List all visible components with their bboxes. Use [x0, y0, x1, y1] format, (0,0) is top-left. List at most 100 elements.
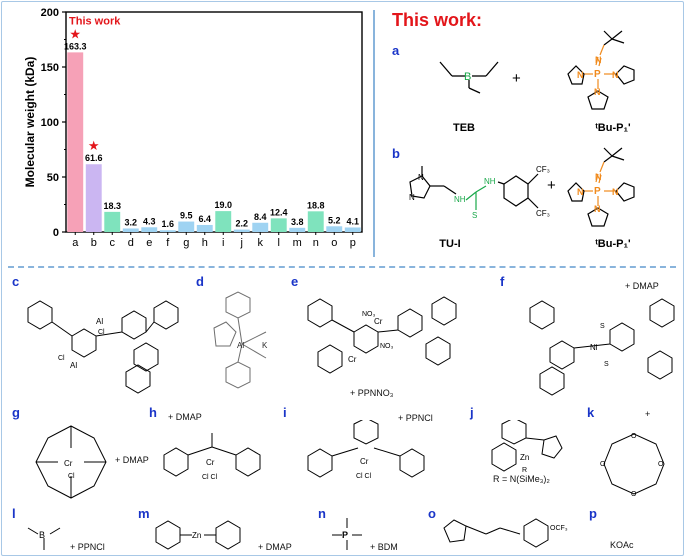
- svg-text:Cr: Cr: [348, 355, 357, 364]
- svg-text:Ni: Ni: [590, 343, 598, 352]
- svg-text:NH: NH: [454, 195, 466, 204]
- star-marker-b: ★: [88, 138, 100, 153]
- bar-c: [104, 211, 121, 232]
- value-label-c: 18.3: [103, 201, 121, 211]
- horizontal-dashed-separator: [8, 266, 676, 268]
- svg-text:Cl Cl: Cl Cl: [356, 473, 372, 480]
- catalyst-f-structure: Ni S S: [520, 288, 680, 398]
- catalyst-h-structure: Cr Cl Cl: [158, 425, 268, 501]
- catalyst-c-label: c: [12, 274, 20, 289]
- svg-text:S: S: [472, 211, 477, 220]
- catalyst-i-note: + PPNCl: [398, 413, 433, 423]
- svg-text:O: O: [658, 461, 664, 468]
- y-tick-label: 50: [47, 172, 59, 184]
- plus-b: +: [547, 177, 556, 194]
- bar-l: [270, 218, 287, 232]
- vertical-separator: [373, 10, 375, 257]
- svg-text:Cl Cl: Cl Cl: [202, 474, 218, 481]
- plus-a: +: [512, 70, 521, 87]
- svg-text:N: N: [595, 172, 602, 182]
- svg-text:N: N: [577, 187, 584, 197]
- svg-text:O: O: [600, 461, 606, 468]
- y-tick-label: 150: [41, 62, 59, 74]
- catalyst-f-label: f: [500, 274, 505, 289]
- bar-o: [326, 226, 343, 232]
- catalyst-j-label: j: [470, 405, 474, 420]
- svg-text:P: P: [342, 530, 348, 540]
- catalyst-n-structure: P: [328, 514, 370, 554]
- star-marker-a: ★: [69, 26, 81, 41]
- value-label-b: 61.6: [85, 153, 103, 163]
- panel-b-label: b: [392, 146, 400, 161]
- catalyst-i-structure: Cr Cl Cl: [298, 420, 438, 496]
- value-label-i: 19.0: [214, 200, 232, 210]
- value-label-e: 4.3: [143, 216, 156, 226]
- catalyst-l-note: + PPNCl: [70, 542, 105, 552]
- svg-text:N: N: [612, 70, 619, 80]
- value-label-o: 5.2: [328, 215, 341, 225]
- x-tick-label-l: l: [278, 237, 280, 249]
- catalyst-l-structure: B: [24, 520, 68, 552]
- catalyst-o-structure: OCF₃: [440, 514, 590, 554]
- svg-text:K: K: [262, 341, 268, 350]
- svg-text:P: P: [594, 186, 601, 197]
- tbu-p1-caption-a: ᵗBu-P₁': [595, 122, 631, 134]
- catalyst-d-label: d: [196, 274, 204, 289]
- svg-text:N: N: [594, 204, 601, 214]
- svg-text:Cl: Cl: [68, 473, 75, 480]
- catalyst-j-structure: Zn R: [482, 420, 578, 476]
- catalyst-g-label: g: [12, 405, 20, 420]
- x-tick-label-c: c: [110, 237, 116, 249]
- catalyst-h-note: + DMAP: [168, 412, 202, 422]
- catalyst-m-label: m: [138, 506, 150, 521]
- this-work-title: This work:: [392, 10, 483, 30]
- svg-text:Cl: Cl: [58, 355, 65, 362]
- svg-text:Al: Al: [237, 341, 244, 350]
- svg-text:O: O: [631, 433, 637, 440]
- tu-i-caption: TU-I: [439, 238, 461, 250]
- svg-text:S: S: [600, 323, 605, 330]
- bar-b: [85, 164, 102, 232]
- catalyst-p-label: p: [589, 506, 597, 521]
- svg-text:Zn: Zn: [520, 453, 529, 462]
- bar-d: [122, 228, 139, 232]
- x-tick-label-a: a: [72, 237, 79, 249]
- x-tick-label-h: h: [202, 237, 208, 249]
- catalyst-e-note: + PPNNO₃: [350, 388, 394, 398]
- svg-text:NH: NH: [484, 177, 496, 186]
- x-tick-label-g: g: [183, 237, 189, 249]
- bar-a: [67, 52, 84, 233]
- svg-text:NO₃: NO₃: [362, 311, 376, 318]
- value-label-f: 1.6: [161, 219, 174, 229]
- bar-n: [307, 211, 324, 232]
- catalyst-k-structure: O O O O: [598, 430, 670, 498]
- svg-text:OCF₃: OCF₃: [550, 525, 568, 532]
- x-tick-label-o: o: [331, 237, 337, 249]
- svg-text:N: N: [612, 187, 619, 197]
- bar-g: [178, 221, 195, 232]
- bar-m: [289, 227, 306, 232]
- svg-text:N: N: [595, 55, 602, 65]
- value-label-h: 6.4: [198, 214, 211, 224]
- x-tick-label-k: k: [258, 237, 264, 249]
- teb-structure: B: [430, 52, 504, 94]
- x-tick-label-f: f: [166, 237, 170, 249]
- y-tick-label: 200: [41, 7, 59, 19]
- bar-j: [233, 229, 250, 232]
- catalyst-l-label: l: [12, 506, 16, 521]
- catalyst-o-label: o: [428, 506, 436, 521]
- value-label-g: 9.5: [180, 211, 193, 221]
- svg-text:P: P: [594, 69, 601, 80]
- tu-i-structure: N N NH S NH CF₃ CF₃: [400, 160, 560, 232]
- value-label-k: 8.4: [254, 212, 267, 222]
- x-tick-label-b: b: [91, 237, 97, 249]
- bar-h: [196, 224, 213, 232]
- x-tick-label-p: p: [350, 237, 356, 249]
- svg-text:Cr: Cr: [206, 458, 215, 467]
- bar-p: [344, 227, 361, 232]
- svg-text:Al: Al: [70, 361, 77, 370]
- catalyst-c-structure: Al Al Cl Cl: [14, 288, 194, 398]
- catalyst-k-note: +: [645, 409, 651, 419]
